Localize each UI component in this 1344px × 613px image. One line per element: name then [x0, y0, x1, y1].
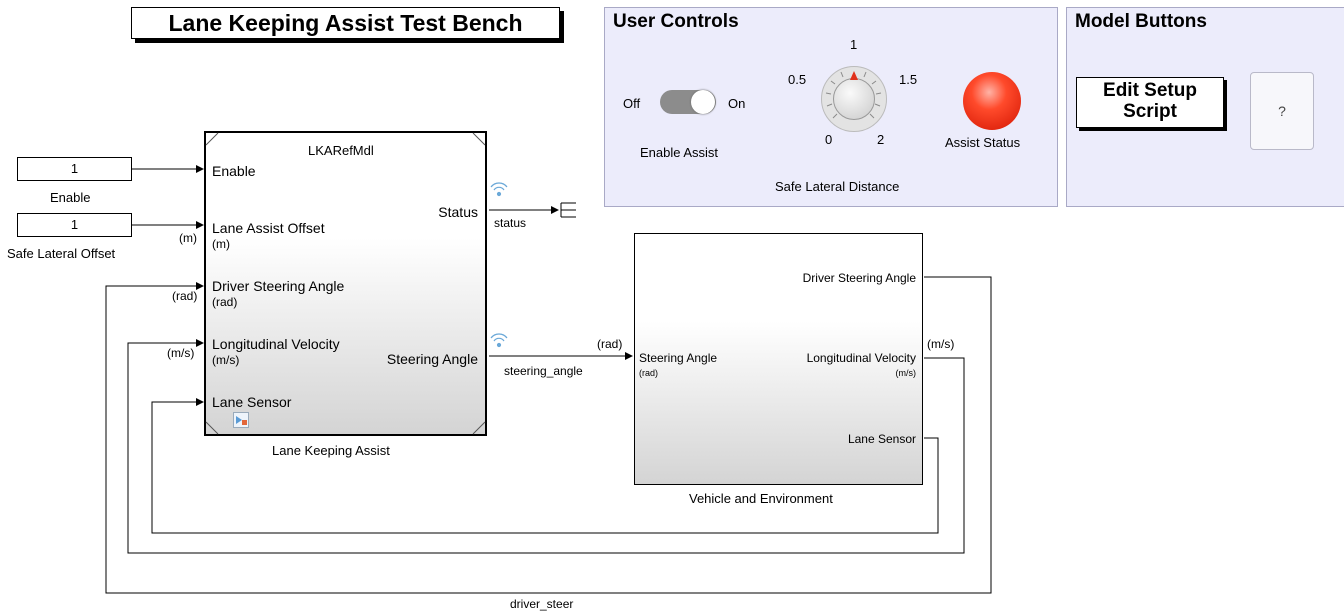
- veh-output-driver-steer: Driver Steering Angle: [802, 271, 916, 285]
- veh-output-velocity-unit: (m/s): [895, 368, 917, 378]
- model-buttons-title: Model Buttons: [1075, 11, 1207, 32]
- driver-steer-unit-label: (rad): [172, 289, 198, 303]
- user-controls-panel: User Controls Off On Enable Assist 0.5 1…: [604, 7, 1058, 207]
- model-title: Lane Keeping Assist Test Bench: [131, 7, 560, 39]
- edit-setup-script-button[interactable]: Edit Setup Script: [1076, 77, 1224, 128]
- velocity-out-unit-label: (m/s): [927, 337, 955, 351]
- help-button[interactable]: ?: [1250, 72, 1314, 150]
- terminator-block[interactable]: [560, 202, 576, 218]
- velocity-unit-label: (m/s): [167, 346, 195, 360]
- model-buttons-panel: Model Buttons Edit Setup Script ?: [1066, 7, 1344, 207]
- lka-input-velocity-unit: (m/s): [212, 353, 240, 367]
- enable-constant-label: Enable: [50, 190, 91, 205]
- model-ref-corners-icon: [205, 132, 486, 435]
- log-signal-icon: [490, 333, 508, 348]
- veh-output-lane-sensor: Lane Sensor: [847, 432, 916, 446]
- lka-input-driver-steer: Driver Steering Angle: [212, 278, 345, 294]
- enable-assist-toggle[interactable]: [660, 90, 716, 114]
- veh-input-steering-unit: (rad): [639, 368, 659, 378]
- lka-input-driver-steer-unit: (rad): [212, 295, 238, 309]
- safe-lateral-distance-caption: Safe Lateral Distance: [775, 179, 900, 194]
- steering-rad-unit-label: (rad): [597, 337, 623, 351]
- toggle-off-label: Off: [623, 96, 641, 111]
- lka-input-offset: Lane Assist Offset: [212, 220, 325, 236]
- dial-scale-icon: [825, 71, 882, 119]
- vehicle-environment-block[interactable]: Steering Angle (rad) Driver Steering Ang…: [634, 233, 923, 485]
- dial-tick-0: 0: [825, 132, 833, 147]
- line-velocity[interactable]: [127, 339, 965, 554]
- veh-input-steering: Steering Angle: [639, 351, 718, 365]
- safe-lateral-distance-knob[interactable]: [821, 66, 887, 132]
- lka-input-offset-unit: (m): [212, 237, 230, 251]
- driver-steer-line-label: driver_steer: [510, 597, 574, 611]
- assist-status-caption: Assist Status: [945, 135, 1021, 150]
- log-signal-icon: [490, 182, 508, 197]
- offset-unit-label: (m): [179, 231, 197, 245]
- dial-tick-0-5: 0.5: [788, 72, 807, 87]
- dial-tick-2: 2: [877, 132, 885, 147]
- line-lane-sensor[interactable]: [151, 398, 939, 534]
- lka-output-steering: Steering Angle: [386, 351, 478, 367]
- assist-status-lamp: [963, 72, 1021, 130]
- lane-keeping-assist-block[interactable]: LKARefMdl Enable Lane Assist Offset (m) …: [204, 131, 487, 436]
- lka-output-status: Status: [438, 204, 478, 220]
- veh-output-velocity: Longitudinal Velocity: [806, 351, 916, 365]
- lka-block-label: Lane Keeping Assist: [272, 443, 390, 458]
- offset-constant-label: Safe Lateral Offset: [7, 246, 116, 261]
- lka-input-lane-sensor: Lane Sensor: [212, 394, 292, 410]
- dial-pointer-icon: [850, 71, 858, 80]
- status-line-label: status: [494, 216, 527, 230]
- lka-input-velocity: Longitudinal Velocity: [212, 336, 340, 352]
- lka-ref-name: LKARefMdl: [308, 143, 374, 158]
- enable-assist-caption: Enable Assist: [640, 145, 719, 160]
- toggle-on-label: On: [728, 96, 746, 111]
- offset-constant-block[interactable]: 1: [17, 213, 132, 237]
- dial-tick-1-5: 1.5: [899, 72, 918, 87]
- lka-input-enable: Enable: [212, 163, 256, 179]
- steering-angle-line-label: steering_angle: [504, 364, 583, 378]
- toggle-thumb[interactable]: [691, 90, 715, 114]
- enable-constant-block[interactable]: 1: [17, 157, 132, 181]
- veh-block-label: Vehicle and Environment: [689, 491, 833, 506]
- model-link-icon[interactable]: [233, 412, 249, 428]
- dial-knob-handle[interactable]: [833, 78, 875, 120]
- user-controls-title: User Controls: [613, 11, 739, 32]
- line-driver-steer[interactable]: [105, 276, 992, 594]
- edit-button-line2: Script: [1123, 101, 1177, 122]
- edit-button-line1: Edit Setup: [1103, 80, 1197, 101]
- dial-tick-1: 1: [850, 37, 858, 52]
